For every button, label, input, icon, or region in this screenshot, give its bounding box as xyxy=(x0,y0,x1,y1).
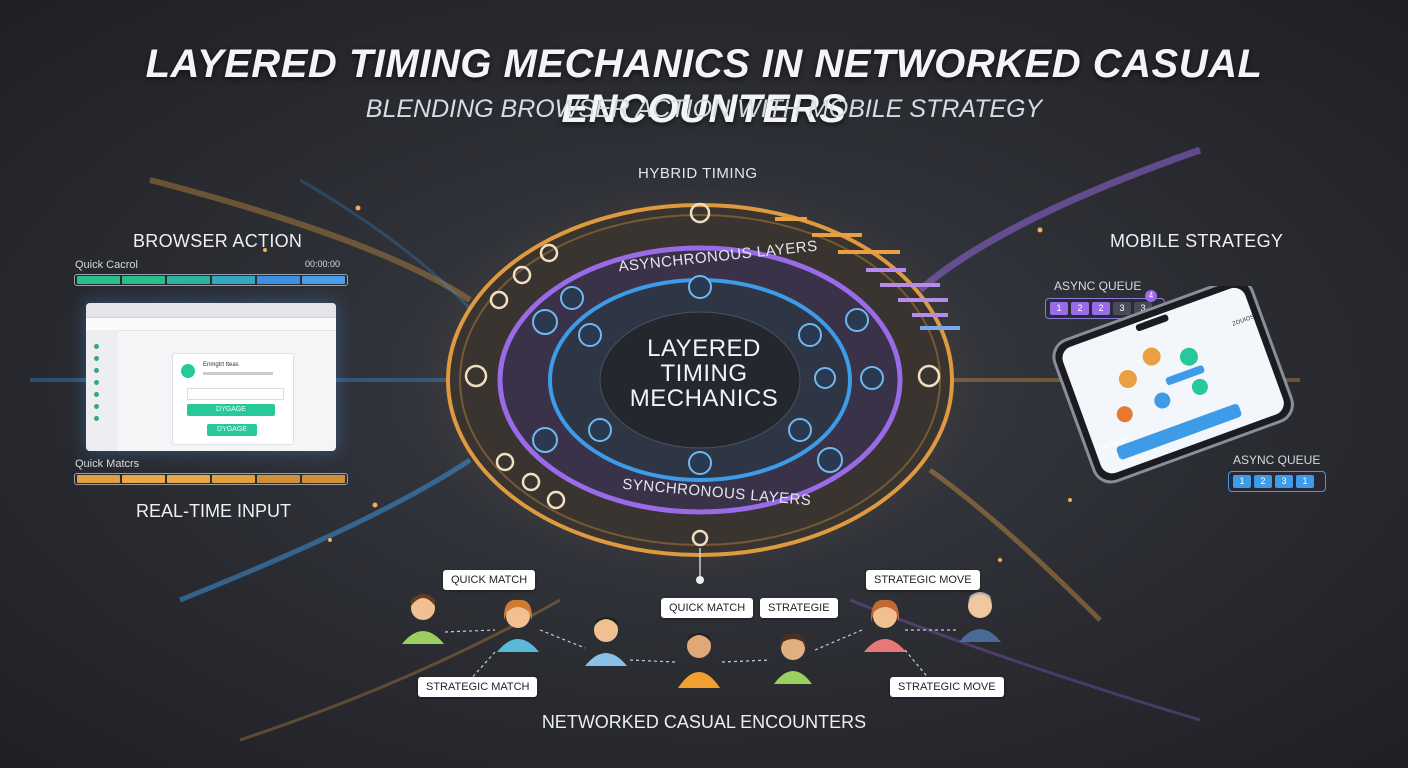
bubble-quick-match-left: QUICK MATCH xyxy=(443,570,536,590)
browser-window: Enmgtrt tteas DYGAGE DYGAGE xyxy=(86,303,336,451)
browser-action-heading: BROWSER ACTION xyxy=(133,231,303,251)
queue2-item: 3 xyxy=(1275,475,1293,488)
phone xyxy=(1052,286,1294,484)
quick-label-bottom: Quick Matcrs xyxy=(75,458,140,470)
center-title: LAYERED TIMING MECHANICS xyxy=(604,336,804,411)
queue1-item: 3 xyxy=(1113,302,1131,315)
top-bar-segment xyxy=(302,276,345,284)
timeline-bar-bottom xyxy=(74,473,348,485)
top-bar-segment xyxy=(257,276,300,284)
bubble-strategic-move-top: STRATEGIC MOVE xyxy=(866,570,980,590)
bubble-strategie: STRATEGIE xyxy=(760,598,838,618)
engage-button-1[interactable]: DYGAGE xyxy=(187,404,275,416)
ring-nodes xyxy=(532,275,884,475)
queue-badge: 4 xyxy=(1145,290,1157,302)
quick-label-top: Quick Cacrol xyxy=(75,259,138,271)
browser-card: Enmgtrt tteas DYGAGE DYGAGE xyxy=(172,353,294,445)
card-title: Enmgtrt tteas xyxy=(203,362,239,368)
browser-toolbar xyxy=(86,318,336,331)
person-icons xyxy=(402,592,1001,688)
center-line-3: MECHANICS xyxy=(629,385,779,412)
bottom-bar-segment xyxy=(212,475,255,483)
queue1-item: 1 xyxy=(1050,302,1068,315)
core xyxy=(599,311,801,449)
top-bar-segment xyxy=(167,276,210,284)
network-lines xyxy=(444,629,956,681)
engage-button-2[interactable]: DYGAGE xyxy=(207,424,257,436)
gear-icons xyxy=(464,202,941,547)
avatar-icon xyxy=(181,364,195,378)
bottom-bar-segment xyxy=(122,475,165,483)
bubble-quick-match-center: QUICK MATCH xyxy=(661,598,754,618)
center-line-1: LAYERED xyxy=(647,335,761,362)
top-bar-segment xyxy=(122,276,165,284)
browser-sidebar xyxy=(86,330,118,451)
queue1-item: 2 xyxy=(1071,302,1089,315)
bubble-strategic-move-bottom: STRATEGIC MOVE xyxy=(890,677,1004,697)
page-subtitle: BLENDING BROWSER ACTION WITH MOBILE STRA… xyxy=(365,95,1043,123)
page-title: LAYERED TIMING MECHANICS IN NETWORKED CA… xyxy=(145,42,1263,131)
top-bar-segment xyxy=(212,276,255,284)
browser-titlebar xyxy=(86,303,336,318)
timing-bars xyxy=(775,217,960,330)
timer-label: 00:00:00 xyxy=(305,259,341,269)
real-time-input-label: REAL-TIME INPUT xyxy=(136,501,292,521)
networked-encounters-label: NETWORKED CASUAL ENCOUNTERS xyxy=(541,712,867,732)
queue1-item: 2 xyxy=(1092,302,1110,315)
bottom-bar-segment xyxy=(77,475,120,483)
bottom-bar-segment xyxy=(302,475,345,483)
queue2-item: 1 xyxy=(1233,475,1251,488)
async-queue-label-1: ASYNC QUEUE xyxy=(1054,279,1142,293)
bottom-bar-segment xyxy=(257,475,300,483)
hybrid-timing-label: HYBRID TIMING xyxy=(638,165,758,182)
mobile-strategy-heading: MOBILE STRATEGY xyxy=(1110,231,1284,251)
timeline-bar-top xyxy=(74,274,348,286)
top-bar-segment xyxy=(77,276,120,284)
center-line-2: TIMING xyxy=(660,360,748,387)
queue2-item: 1 xyxy=(1296,475,1314,488)
async-queue-label-2: ASYNC QUEUE xyxy=(1233,453,1321,467)
bottom-bar-segment xyxy=(167,475,210,483)
bubble-strategic-match: STRATEGIC MATCH xyxy=(418,677,538,697)
queue2-item: 2 xyxy=(1254,475,1272,488)
